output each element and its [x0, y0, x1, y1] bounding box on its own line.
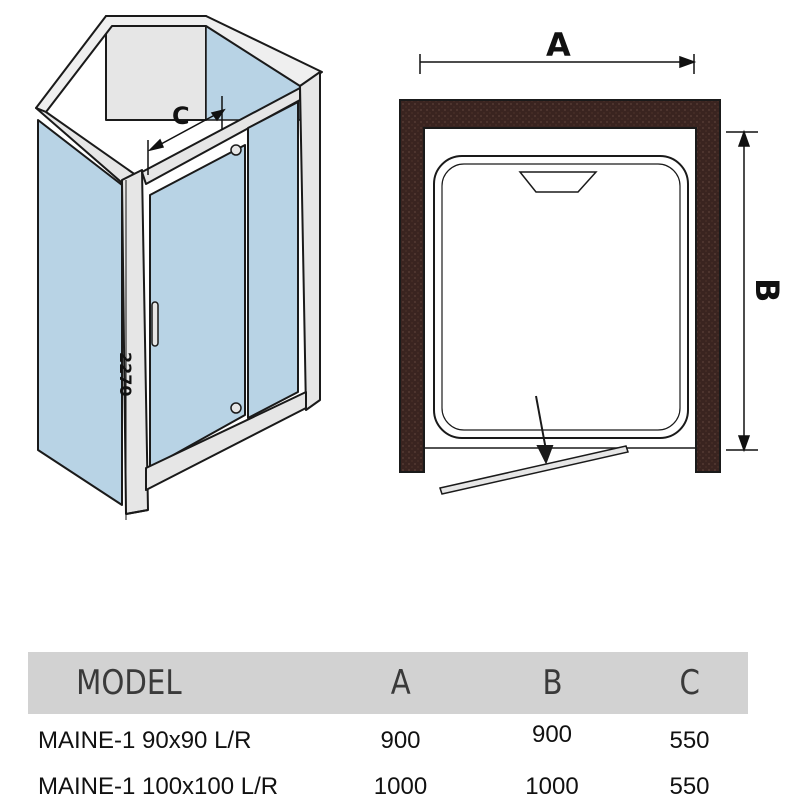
dimension-a [419, 54, 697, 74]
dimension-b-label: B [748, 278, 786, 302]
plan-view [399, 99, 721, 495]
cell-b: 900 [531, 721, 573, 748]
door-swing-line [439, 445, 629, 495]
dimension-b [726, 129, 758, 453]
side-glass-panel [37, 119, 123, 506]
top-rail [141, 87, 301, 185]
plan-walls [399, 99, 721, 473]
wall-profile [299, 71, 321, 411]
hinge-icon [230, 402, 242, 414]
door-glass-panel [149, 144, 246, 469]
cell-a: 1000 [373, 773, 428, 800]
plan-shower-tray-inner [441, 163, 681, 431]
table-row: MAINE-1 100x100 L/R 1000 1000 550 [28, 764, 748, 810]
cell-model: MAINE-1 90x90 L/R [38, 727, 252, 754]
header-model: MODEL [76, 663, 182, 703]
fixed-glass-panel [247, 101, 299, 419]
drain-icon [518, 171, 598, 193]
height-dimension-label: 2270 [116, 352, 135, 397]
cell-c: 550 [669, 773, 710, 800]
door-handle-icon [151, 301, 159, 347]
hinge-icon [230, 144, 242, 156]
spec-table-header: MODEL A B C [28, 652, 748, 714]
cell-a: 900 [380, 727, 421, 754]
header-c: C [679, 663, 700, 703]
technical-drawing: C 2270 A B [35, 15, 786, 520]
dimension-c-label: C [172, 102, 190, 130]
door-swing-arrow-icon [535, 395, 554, 465]
header-b: B [542, 663, 563, 703]
cell-model: MAINE-1 100x100 L/R [38, 773, 279, 800]
back-wall [105, 15, 207, 121]
cell-c: 550 [669, 727, 710, 754]
spec-table: MODEL A B C MAINE-1 90x90 L/R 900 900 55… [28, 652, 748, 810]
shower-tray [145, 391, 307, 491]
cell-b: 1000 [525, 773, 579, 800]
table-row: MAINE-1 90x90 L/R 900 900 550 [28, 718, 748, 764]
dimension-c [147, 96, 226, 175]
side-view-enclosure [35, 15, 323, 515]
dimension-a-label: A [546, 26, 571, 64]
header-a: A [390, 663, 411, 703]
